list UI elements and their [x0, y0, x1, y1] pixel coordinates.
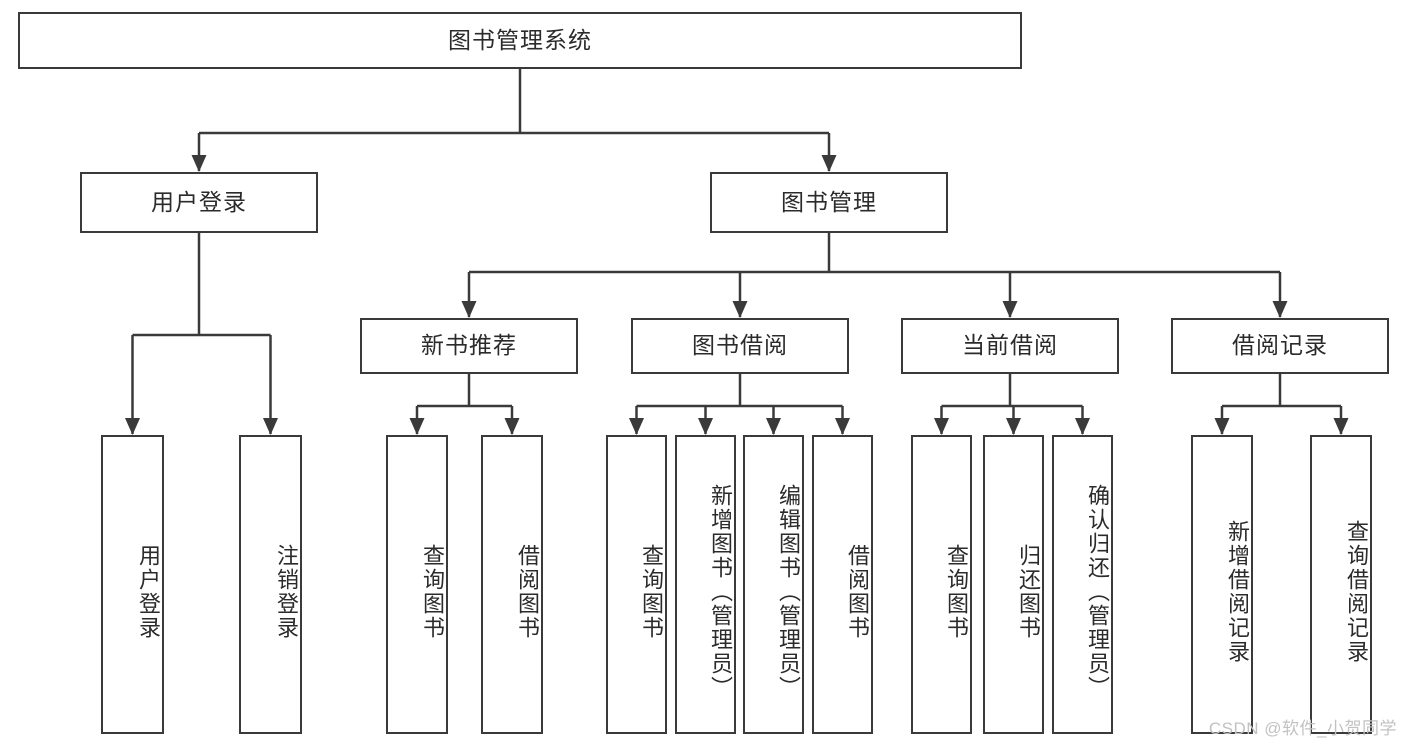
connector-arrowhead	[821, 155, 837, 172]
node-return-book[interactable]: 归还图书	[983, 435, 1044, 734]
node-user-login-do[interactable]: 用户登录	[101, 435, 164, 734]
node-confirm-return-admin[interactable]: 确认归还（管理员）	[1052, 435, 1113, 734]
node-label: 图书管理	[781, 188, 877, 215]
connector-arrowhead	[1075, 418, 1090, 435]
node-query-book-2[interactable]: 查询图书	[606, 435, 667, 734]
node-label: 借阅图书	[515, 543, 540, 640]
node-label: 查询借阅记录	[1344, 519, 1369, 664]
node-user-logout[interactable]: 注销登录	[239, 435, 302, 734]
connector-arrowhead	[263, 418, 278, 435]
connector-arrowhead	[1214, 418, 1230, 435]
node-query-borrow-record[interactable]: 查询借阅记录	[1310, 435, 1372, 734]
node-new-book-recommend[interactable]: 新书推荐	[360, 318, 578, 374]
node-book-borrow[interactable]: 图书借阅	[631, 318, 849, 374]
watermark-label: CSDN @软件_小贺同学	[1208, 719, 1397, 738]
node-query-book-3[interactable]: 查询图书	[911, 435, 972, 734]
node-label: 确认归还（管理员）	[1085, 483, 1110, 700]
node-edit-book-admin[interactable]: 编辑图书（管理员）	[743, 435, 804, 734]
node-user-login[interactable]: 用户登录	[80, 172, 318, 233]
connector-arrowhead	[125, 418, 140, 435]
node-label: 借阅记录	[1232, 332, 1328, 359]
node-label: 查询图书	[639, 543, 664, 640]
node-label: 新增借阅记录	[1225, 519, 1250, 664]
node-label: 当前借阅	[962, 332, 1058, 359]
connector-arrowhead	[934, 418, 949, 435]
node-label: 归还图书	[1016, 543, 1041, 640]
node-query-book-1[interactable]: 查询图书	[386, 435, 448, 734]
node-book-management[interactable]: 图书管理	[710, 172, 948, 233]
connector-arrowhead	[1272, 301, 1288, 318]
connector-arrowhead	[504, 418, 520, 435]
connector-arrowhead	[732, 301, 748, 318]
node-label: 借阅图书	[845, 543, 870, 640]
connector-arrowhead	[835, 418, 850, 435]
node-add-borrow-record[interactable]: 新增借阅记录	[1191, 435, 1253, 734]
connector-arrowhead	[629, 418, 644, 435]
node-borrow-book-1[interactable]: 借阅图书	[481, 435, 543, 734]
node-add-book-admin[interactable]: 新增图书（管理员）	[675, 435, 736, 734]
connector-arrowhead	[461, 301, 477, 318]
node-borrow-book-2[interactable]: 借阅图书	[812, 435, 873, 734]
node-root[interactable]: 图书管理系统	[18, 12, 1022, 69]
node-label: 查询图书	[944, 543, 969, 640]
node-label: 新书推荐	[421, 332, 517, 359]
connector-arrowhead	[1333, 418, 1349, 435]
node-label: 用户登录	[151, 188, 247, 215]
node-label: 用户登录	[136, 543, 161, 640]
connector-arrowhead	[191, 155, 207, 172]
connector-arrowhead	[698, 418, 713, 435]
connector-arrowhead	[766, 418, 781, 435]
node-borrow-record[interactable]: 借阅记录	[1171, 318, 1389, 374]
node-label: 图书借阅	[692, 332, 788, 359]
node-label: 新增图书（管理员）	[708, 483, 733, 700]
connector-arrowhead	[409, 418, 425, 435]
node-label: 图书管理系统	[448, 26, 592, 53]
node-label: 查询图书	[420, 543, 445, 640]
node-current-borrow[interactable]: 当前借阅	[901, 318, 1119, 374]
node-label: 编辑图书（管理员）	[776, 483, 801, 700]
connector-arrowhead	[1002, 301, 1018, 318]
node-label: 注销登录	[274, 543, 299, 640]
connector-arrowhead	[1006, 418, 1021, 435]
